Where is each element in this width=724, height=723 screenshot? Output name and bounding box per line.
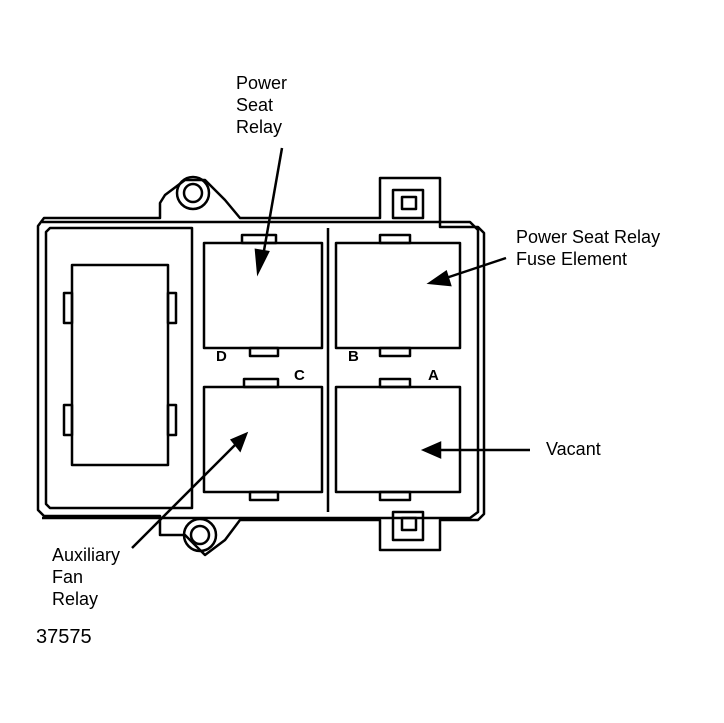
latch-bottom bbox=[391, 510, 425, 542]
large-cavity bbox=[70, 263, 170, 467]
cavity-c bbox=[202, 385, 324, 494]
cavity-b bbox=[334, 241, 462, 350]
housing-inner-outline bbox=[44, 226, 194, 510]
slot-label-a: A bbox=[428, 367, 439, 384]
latch-top bbox=[391, 188, 425, 220]
mount-hole-bottom bbox=[182, 517, 218, 553]
label-power-seat-relay: Power Seat Relay bbox=[236, 73, 288, 137]
label-vacant: Vacant bbox=[546, 439, 601, 459]
arrow-auxiliary-fan-relay bbox=[131, 441, 239, 549]
slot-label-b: B bbox=[348, 348, 359, 365]
figure-number: 37575 bbox=[36, 626, 92, 648]
housing-rim bbox=[42, 220, 480, 520]
cavity-a bbox=[334, 385, 462, 494]
label-fuse-element: Power Seat Relay Fuse Element bbox=[516, 227, 661, 269]
slot-label-c: C bbox=[294, 367, 305, 384]
mount-hole-top bbox=[175, 175, 211, 211]
arrow-power-seat-relay bbox=[260, 147, 284, 263]
label-auxiliary-fan-relay: Auxiliary Fan Relay bbox=[52, 545, 121, 609]
housing-outline bbox=[36, 176, 486, 557]
arrow-fuse-element bbox=[439, 256, 507, 282]
slot-label-d: D bbox=[216, 348, 227, 365]
